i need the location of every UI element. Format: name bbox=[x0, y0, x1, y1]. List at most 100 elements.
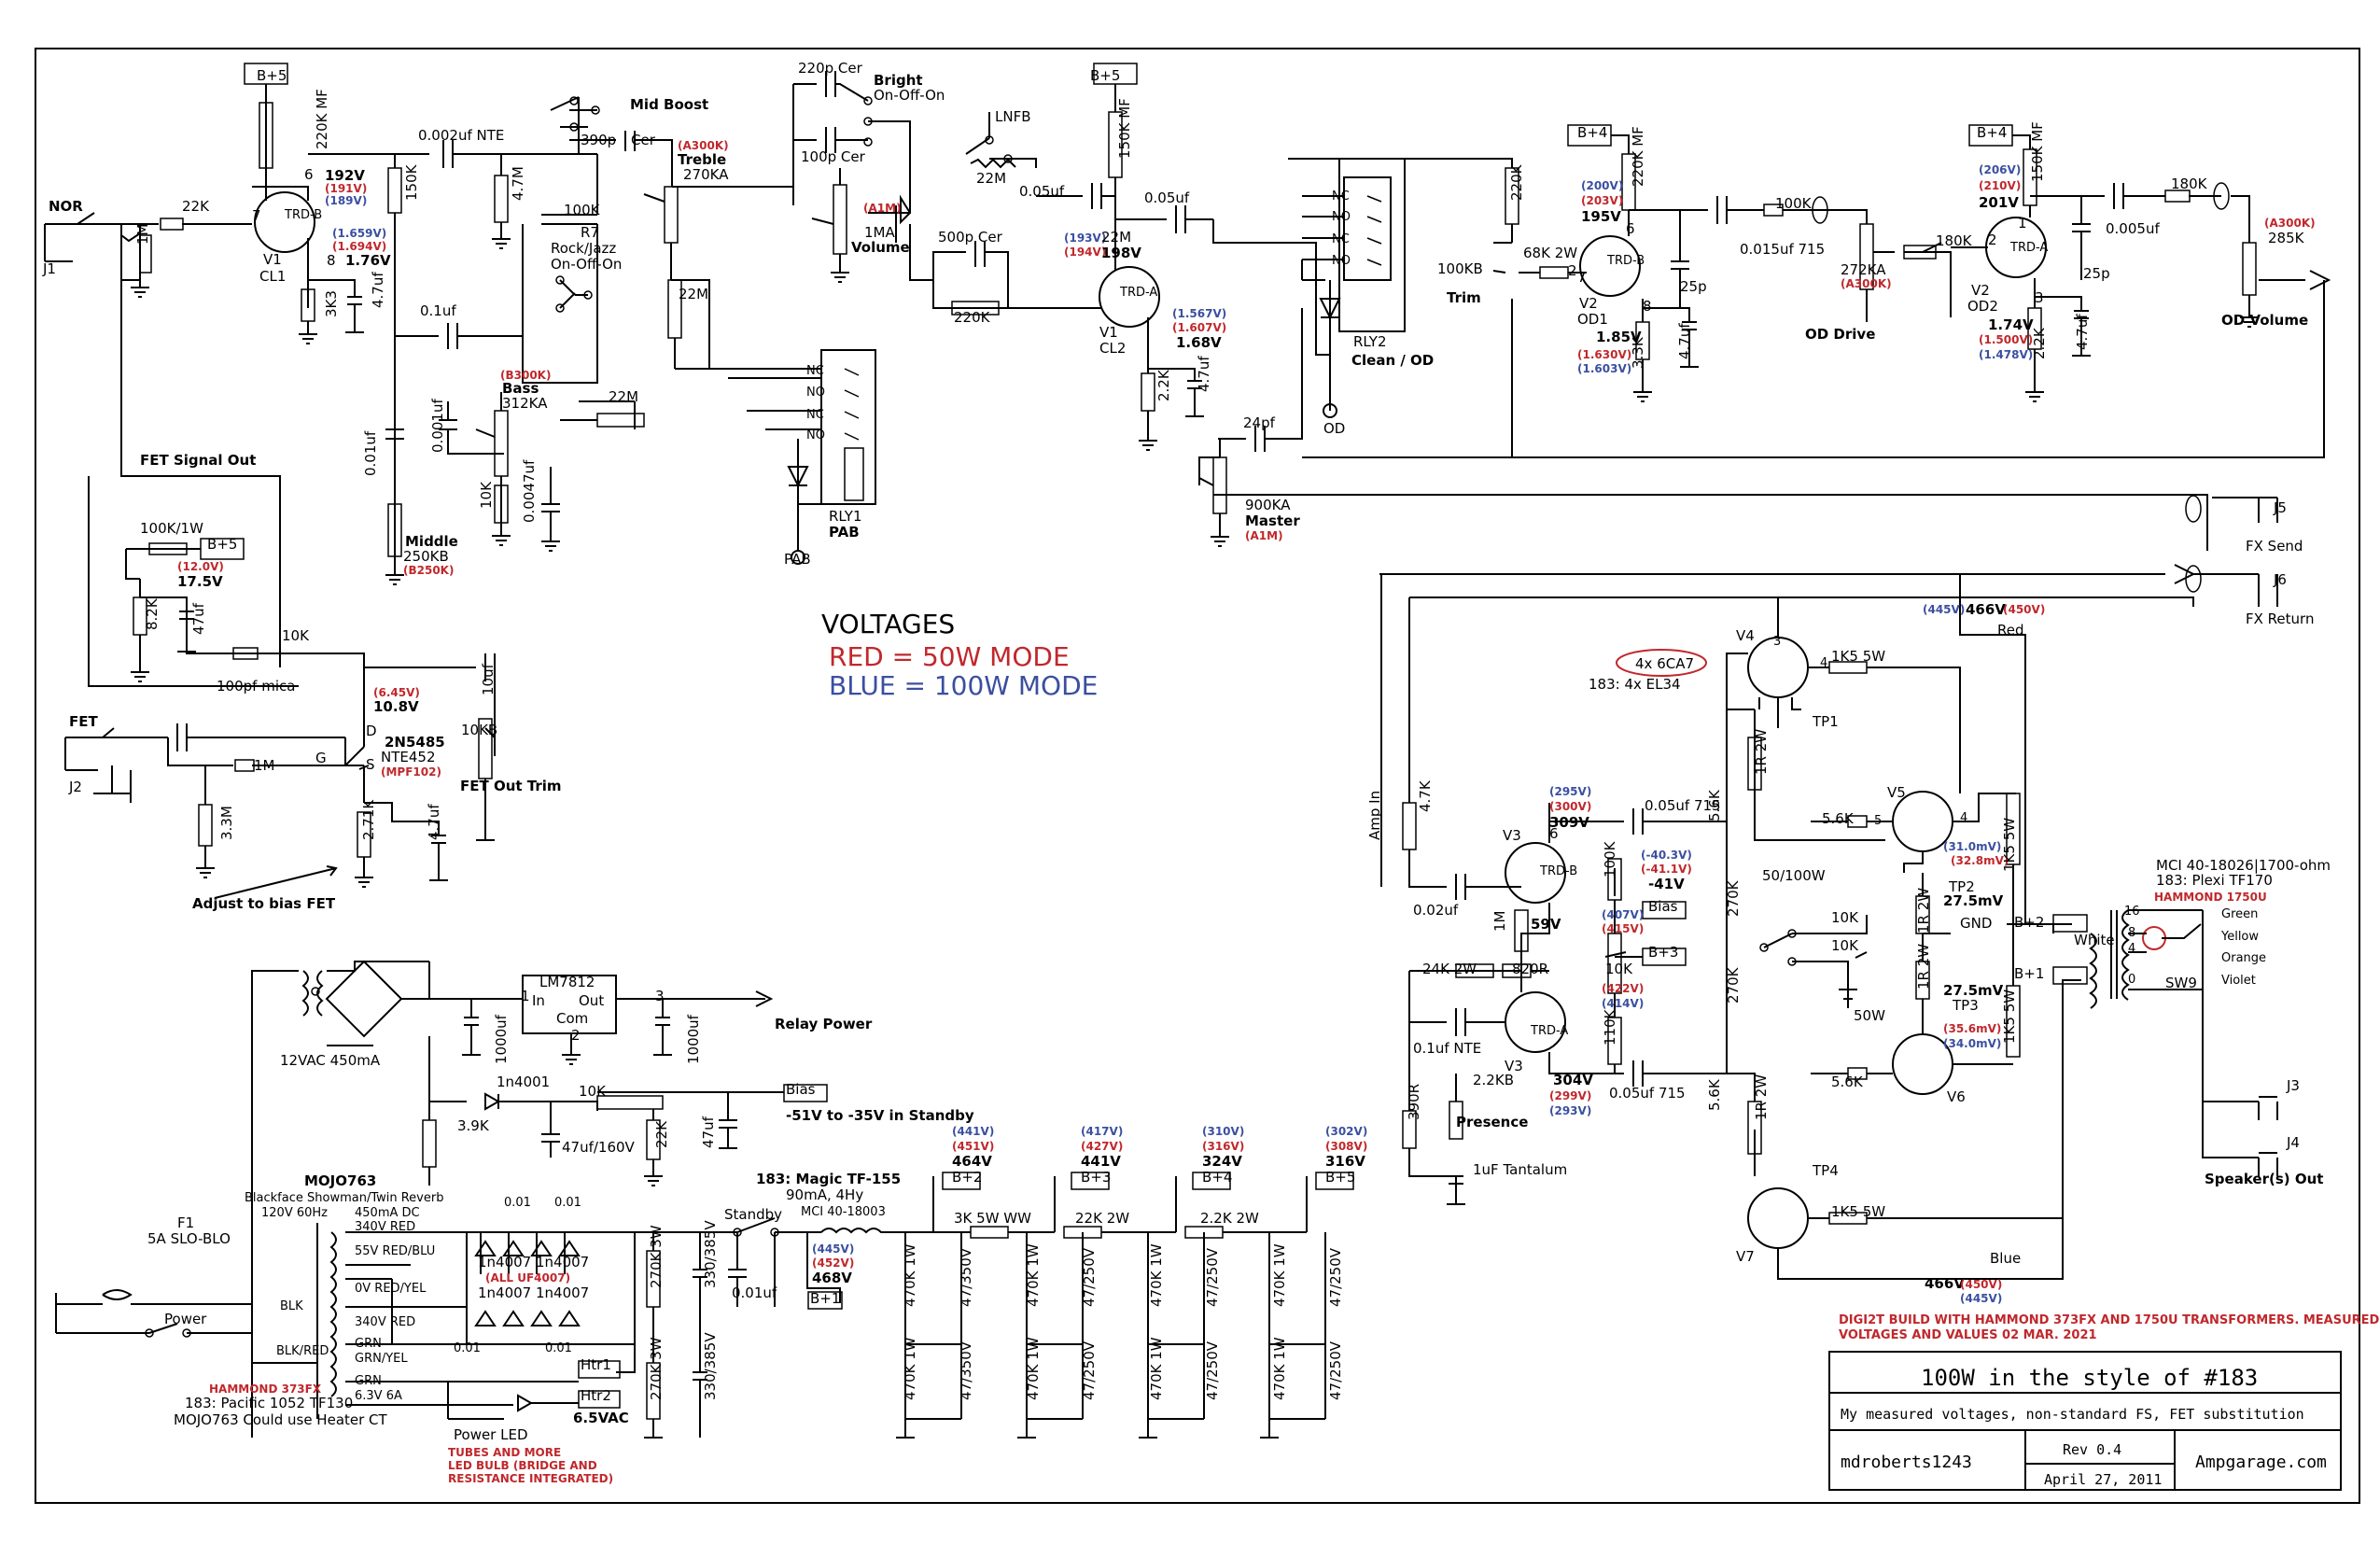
schematic-label: 1.68V bbox=[1176, 334, 1222, 351]
schematic-label: 2.2KB bbox=[1473, 1072, 1514, 1088]
schematic-label: 183: Pacific 1052 TF130 bbox=[185, 1395, 353, 1411]
schematic-label: (206V) bbox=[1979, 163, 2021, 176]
schematic-label: 100K bbox=[1602, 840, 1618, 877]
schematic-label: 8 bbox=[2128, 926, 2135, 940]
schematic-label: 100K/1W bbox=[140, 520, 203, 537]
schematic-label: (191V) bbox=[325, 182, 367, 195]
schematic-label: FX Send bbox=[2246, 538, 2303, 554]
bright-volume bbox=[672, 71, 1009, 316]
schematic-label: B+4 bbox=[1202, 1169, 1232, 1186]
schematic-label: 10K bbox=[1831, 937, 1859, 954]
schematic-label: 3.9K bbox=[457, 1117, 490, 1134]
schematic-label: 10uf bbox=[480, 663, 497, 695]
schematic-label: 2.2K bbox=[2031, 327, 2048, 359]
schematic-label: 5A SLO-BLO bbox=[147, 1230, 231, 1247]
schematic-label: 47/250V bbox=[1327, 1340, 1344, 1400]
schematic-label: Treble bbox=[678, 151, 726, 168]
schematic-label: B+1 bbox=[2014, 965, 2044, 982]
schematic-label: 1n4007 bbox=[536, 1254, 589, 1270]
schematic-label: 1R 2W bbox=[1753, 1074, 1770, 1120]
schematic-label: 2.2K bbox=[1155, 369, 1172, 401]
schematic-label: (A1M) bbox=[863, 202, 902, 215]
schematic-label: J2 bbox=[68, 779, 82, 795]
schematic-label: OD1 bbox=[1577, 311, 1608, 328]
schematic-label: 0.05uf bbox=[1019, 183, 1065, 200]
schematic-label: 470K 1W bbox=[1148, 1337, 1165, 1400]
schematic-label: 47/350V bbox=[958, 1247, 974, 1307]
title-block-rev: Rev 0.4 bbox=[2063, 1441, 2121, 1458]
schematic-label: (A300K) bbox=[1841, 277, 1892, 290]
schematic-label: 3 bbox=[1773, 635, 1781, 649]
schematic-label: FET Signal Out bbox=[140, 452, 256, 469]
schematic-label: J5 bbox=[2273, 499, 2287, 516]
schematic-label: 10K bbox=[478, 481, 495, 509]
schematic-label: 1n4007 bbox=[536, 1284, 589, 1301]
schematic-label: 3.3K bbox=[1630, 336, 1646, 369]
schematic-label: 0.01 bbox=[554, 1196, 581, 1210]
schematic-label: V2 bbox=[1579, 295, 1598, 312]
schematic-label: Red bbox=[1997, 622, 2024, 639]
schematic-label: 47/350V bbox=[958, 1340, 974, 1400]
schematic-label: 0.05uf bbox=[1144, 189, 1190, 206]
schematic-label: 150K bbox=[403, 163, 420, 201]
schematic-label: 3 bbox=[655, 988, 665, 1004]
schematic-label: 312KA bbox=[502, 395, 548, 412]
schematic-label: B+2 bbox=[2014, 914, 2044, 931]
schematic-label: Htr1 bbox=[581, 1356, 611, 1373]
schematic-label: TRD-A bbox=[2009, 241, 2048, 255]
schematic-label: 59V bbox=[1531, 916, 1561, 933]
schematic-label: (194V) bbox=[1064, 246, 1106, 259]
schematic-label: 183: Plexi TF170 bbox=[2156, 872, 2273, 889]
schematic-label: (B250K) bbox=[403, 564, 454, 577]
schematic-label: 4.7M bbox=[510, 166, 526, 201]
schematic-label: (451V) bbox=[952, 1140, 994, 1153]
schematic-label: NC bbox=[1332, 232, 1350, 246]
fet-stage bbox=[64, 280, 496, 899]
schematic-label: 180K bbox=[2171, 175, 2208, 192]
schematic-label: 6 bbox=[1626, 220, 1635, 237]
schematic-label: 10KB bbox=[461, 722, 497, 738]
schematic-label: Orange bbox=[2221, 951, 2266, 965]
schematic-label: 1uF Tantalum bbox=[1473, 1161, 1567, 1178]
schematic-label: On-Off-On bbox=[874, 87, 945, 104]
schematic-label: 47uf/160V bbox=[562, 1139, 636, 1156]
schematic-label: 10.8V bbox=[373, 698, 419, 715]
schematic-label: 4 bbox=[2128, 942, 2135, 956]
schematic-label: B+3 bbox=[1081, 1169, 1111, 1186]
title-block: 100W in the style of #183 My measured vo… bbox=[1828, 1313, 2380, 1491]
schematic-label: (414V) bbox=[1602, 997, 1644, 1010]
schematic-label: 4.7K bbox=[1417, 779, 1434, 812]
schematic-label: 25p bbox=[1680, 278, 1707, 295]
schematic-label: 25p bbox=[2083, 265, 2110, 282]
schematic-label: 1K5 5W bbox=[2001, 990, 2018, 1044]
schematic-label: 270K 3W bbox=[648, 1225, 665, 1288]
schematic-label: 1M bbox=[1491, 911, 1508, 933]
schematic-label: GND bbox=[1960, 915, 1992, 932]
schematic-label: SW9 bbox=[2165, 975, 2197, 991]
schematic-label: (445V) bbox=[1923, 603, 1965, 616]
schematic-label: 8.2K bbox=[144, 597, 161, 630]
schematic-label: 0.1uf NTE bbox=[1413, 1040, 1481, 1057]
build-note-line2: VOLTAGES AND VALUES 02 MAR. 2021 bbox=[1839, 1328, 2097, 1342]
schematic-label: 1R 2W bbox=[1915, 888, 1932, 933]
schematic-label: 1 bbox=[2018, 215, 2027, 232]
schematic-label: 390R bbox=[1406, 1084, 1422, 1120]
schematic-label: V3 bbox=[1503, 827, 1521, 844]
schematic-label: -41V bbox=[1648, 876, 1685, 892]
schematic-label: G bbox=[315, 750, 327, 766]
schematic-label: S bbox=[366, 756, 375, 773]
schematic-label: 1.74V bbox=[1988, 316, 2034, 333]
schematic-label: 192V bbox=[325, 167, 365, 184]
schematic-label: 12VAC 450mA bbox=[280, 1052, 381, 1069]
schematic-label: Com bbox=[556, 1010, 588, 1027]
schematic-label: (452V) bbox=[812, 1256, 854, 1270]
schematic-label: 22M bbox=[679, 286, 708, 302]
schematic-label: LNFB bbox=[995, 108, 1031, 125]
schematic-label: 1000uf bbox=[493, 1014, 510, 1064]
schematic-label: 390p bbox=[581, 132, 616, 148]
schematic-label: 22K 2W bbox=[1075, 1210, 1129, 1227]
schematic-label: 0.001uf bbox=[429, 399, 446, 453]
schematic-label: Blue bbox=[1990, 1250, 2021, 1267]
schematic-label: V3 bbox=[1505, 1058, 1523, 1074]
schematic-label: -51V to -35V in Standby bbox=[786, 1107, 974, 1124]
